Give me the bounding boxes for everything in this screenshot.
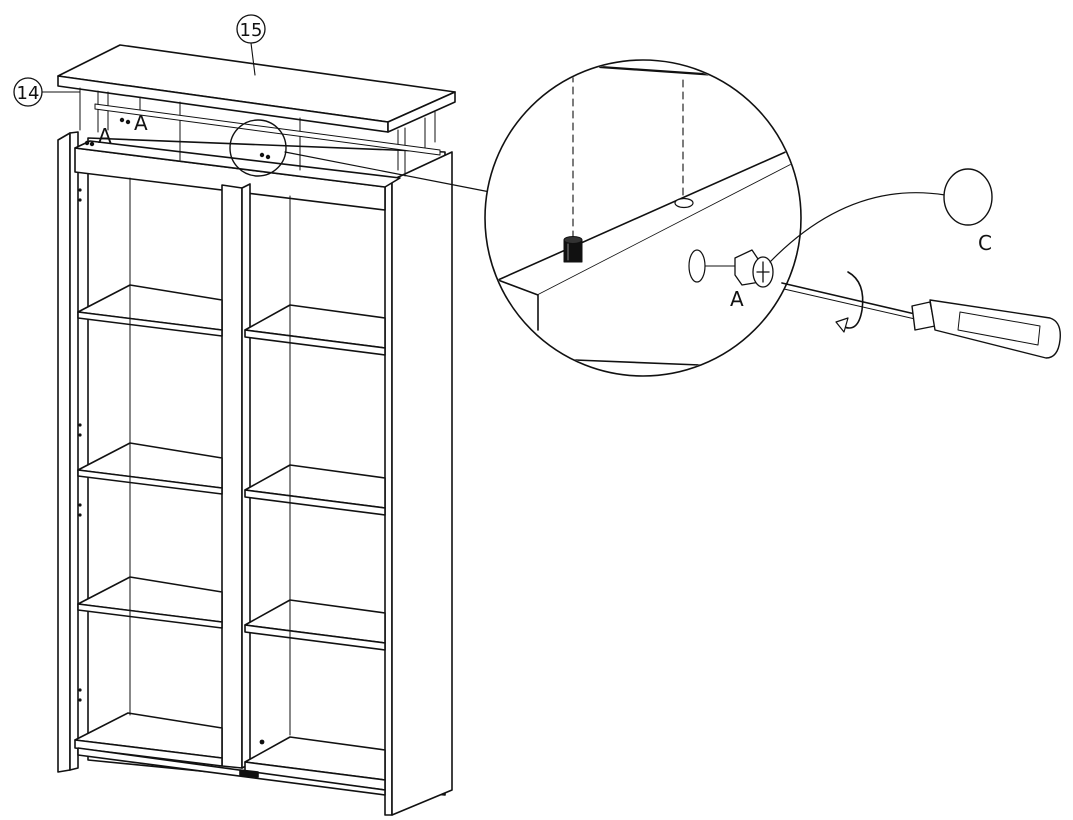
- center-divider: [221, 184, 243, 769]
- tool-label-c: C: [978, 231, 992, 255]
- plinth: [77, 747, 386, 796]
- fitting-label-a-detail: A: [730, 287, 744, 311]
- screwdriver: [781, 271, 1061, 359]
- cam-lock: [734, 249, 774, 288]
- right-side-panel: [384, 179, 393, 816]
- detail-view: [484, 59, 802, 377]
- detail-source-circle: [229, 119, 287, 177]
- tool-leader-line: [769, 192, 946, 263]
- part-number-14: 14: [17, 83, 40, 104]
- fitting-label-a-1: A: [98, 124, 112, 148]
- rotation-arrow-icon: [841, 271, 864, 329]
- tool-circle: [943, 168, 993, 226]
- top-panel: [57, 44, 456, 177]
- part-callout-14: 14: [13, 77, 81, 107]
- cabinet: [57, 117, 453, 816]
- detail-leader-line: [284, 151, 491, 193]
- part-number-15: 15: [240, 20, 263, 41]
- left-side-panel: [57, 132, 71, 773]
- dowel-pin: [563, 236, 583, 263]
- part-callout-15: 15: [236, 14, 266, 76]
- fitting-label-a-2: A: [134, 111, 148, 135]
